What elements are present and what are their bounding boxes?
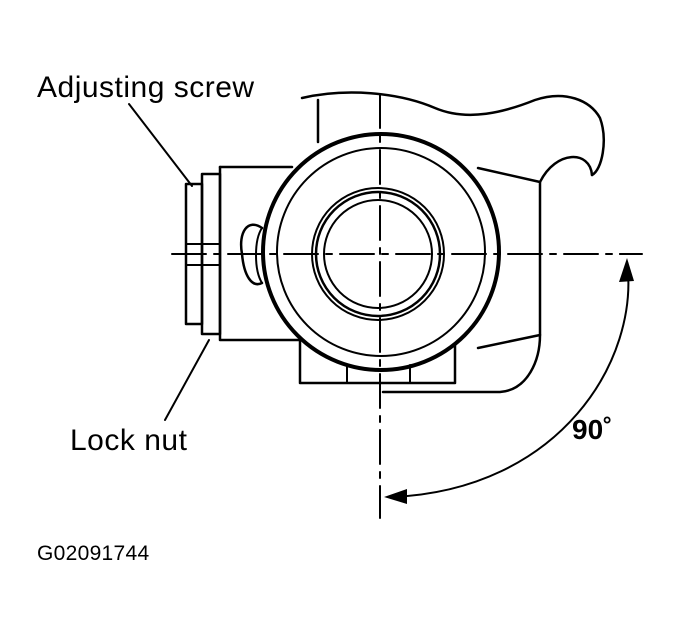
lock-nut-leader xyxy=(164,339,210,421)
adjusting-screw-leader xyxy=(128,103,193,187)
figure-code-label: G02091744 xyxy=(37,542,150,565)
leader-lines xyxy=(128,103,210,421)
mounting-flange xyxy=(218,165,457,385)
distributor-cap xyxy=(261,132,501,372)
lock-nut-label: Lock nut xyxy=(70,424,188,457)
adjusting-screw-label: Adjusting screw xyxy=(37,71,255,104)
angle-arc xyxy=(384,258,634,504)
housing-body xyxy=(300,91,605,394)
center-lines xyxy=(171,93,643,519)
angle-label: 90˚ xyxy=(572,414,613,445)
